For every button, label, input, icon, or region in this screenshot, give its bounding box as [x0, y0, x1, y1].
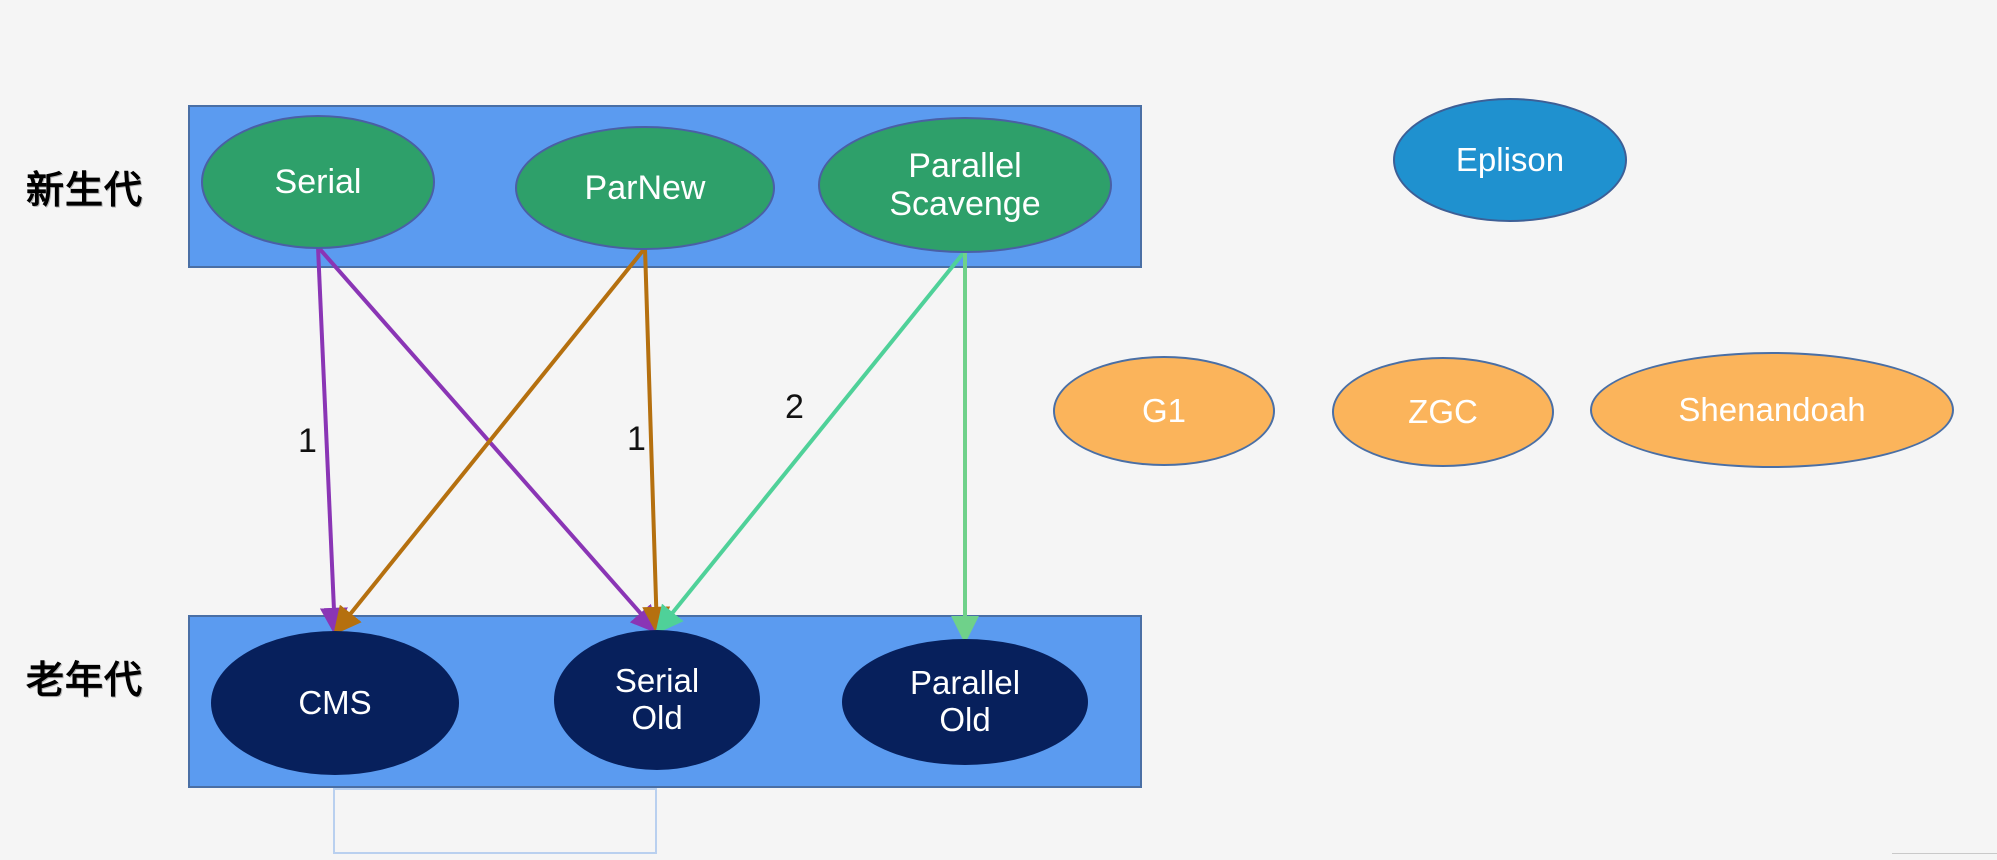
empty-placeholder-box — [333, 788, 657, 854]
edge-label-parnew-to-serialold: 1 — [627, 420, 646, 458]
collector-serial[interactable]: Serial — [201, 115, 435, 249]
edge-label-serial-to-cms: 1 — [298, 422, 317, 460]
arrow-serial-to-serialold — [316, 245, 659, 635]
collector-label: CMS — [298, 683, 372, 721]
collector-parnew[interactable]: ParNew — [515, 126, 775, 250]
collector-label: G1 — [1141, 391, 1187, 429]
edge-label-ps-to-serialold: 2 — [785, 388, 804, 426]
arrow-parnew-to-cms — [333, 246, 647, 636]
collector-label: Eplison — [1455, 140, 1565, 178]
collector-g1[interactable]: G1 — [1053, 356, 1275, 466]
collector-label: ParNew — [584, 168, 706, 207]
collector-parallel-scavenge[interactable]: Parallel Scavenge — [818, 117, 1112, 253]
old-generation-label: 老年代 — [26, 660, 144, 702]
collector-label: Parallel Scavenge — [889, 146, 1041, 223]
collector-parallel-old[interactable]: Parallel Old — [842, 639, 1088, 765]
young-generation-label: 新生代 — [26, 170, 144, 212]
arrow-serial-to-cms — [316, 246, 348, 636]
collector-serial-old[interactable]: Serial Old — [554, 630, 760, 770]
collector-eplison[interactable]: Eplison — [1393, 98, 1627, 222]
collector-label: Serial — [274, 162, 362, 201]
collector-cms[interactable]: CMS — [211, 631, 459, 775]
collector-zgc[interactable]: ZGC — [1332, 357, 1554, 467]
collector-label: Serial Old — [614, 662, 700, 736]
bottom-hairline — [1892, 853, 1997, 854]
arrow-parnew-to-serialold — [642, 247, 671, 635]
collector-label: Shenandoah — [1678, 390, 1866, 428]
collector-label: Parallel Old — [909, 664, 1021, 738]
arrow-ps-to-serialold — [655, 249, 967, 635]
collector-label: ZGC — [1408, 392, 1478, 430]
collector-shenandoah[interactable]: Shenandoah — [1590, 352, 1954, 468]
